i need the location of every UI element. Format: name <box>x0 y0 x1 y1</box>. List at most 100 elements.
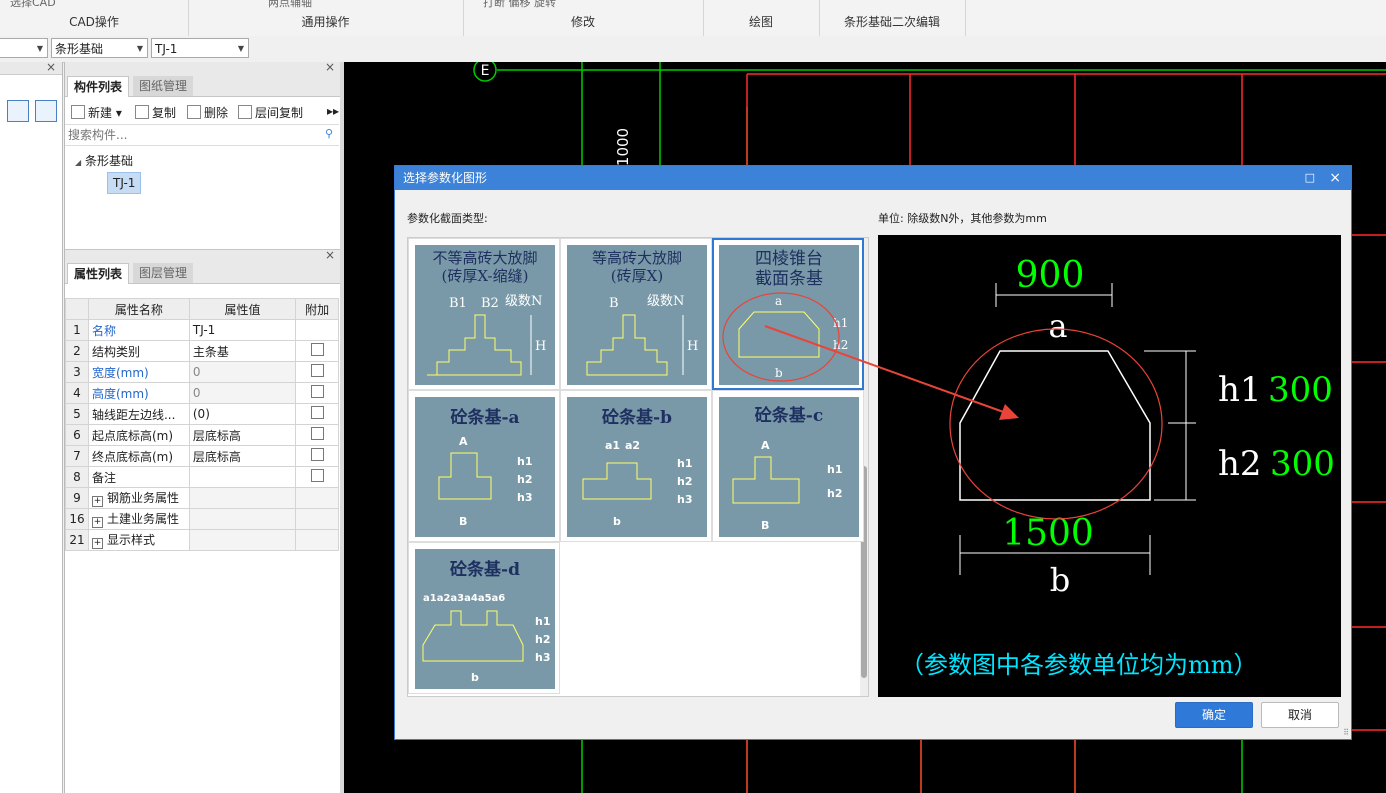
expand-icon[interactable]: + <box>91 538 103 549</box>
table-row[interactable]: 16+土建业务属性 <box>65 508 339 530</box>
tree-collapse-icon[interactable]: ◢ <box>75 158 82 167</box>
ribbon-cut-text[interactable]: 打断 偏移 旋转 <box>483 0 556 9</box>
close-icon[interactable]: × <box>324 248 335 262</box>
shape-cell-unequal-brick[interactable]: 不等高砖大放脚 (砖厚X-缩缝) B1 B2 级数N H <box>408 238 560 390</box>
attach-checkbox[interactable] <box>310 469 324 482</box>
maximize-icon[interactable]: □ <box>1304 171 1315 184</box>
ribbon-group-label[interactable]: 通用操作 <box>301 15 350 29</box>
table-row[interactable]: 9+钢筋业务属性 <box>65 487 339 509</box>
row-value[interactable]: TJ-1 <box>188 319 297 341</box>
ribbon-group-label[interactable]: 条形基础二次编辑 <box>843 15 940 29</box>
shape-label: a1 <box>605 439 620 452</box>
search-box[interactable]: ⚲ <box>65 124 339 146</box>
expand-icon[interactable]: + <box>91 496 103 507</box>
row-value[interactable]: 0 <box>188 382 297 404</box>
copy-button[interactable]: 复制 <box>135 104 176 121</box>
row-value[interactable]: 主条基 <box>188 340 297 362</box>
left-panel-header: × <box>0 60 62 75</box>
expand-icon[interactable]: + <box>91 517 103 528</box>
shape-cell-concrete-a[interactable]: 砼条基-a A h1 h2 h3 B <box>408 390 560 542</box>
row-extra <box>295 382 339 404</box>
index-header <box>65 298 89 320</box>
detail-view-icon[interactable] <box>35 100 57 122</box>
left-tool-panel: × <box>0 60 63 793</box>
shape-cell-pyramid-frustum[interactable]: 四棱锥台 截面条基 a h1 h2 b <box>712 238 864 390</box>
attach-checkbox[interactable] <box>310 385 324 398</box>
tree-item-tj1[interactable]: TJ-1 <box>107 172 142 194</box>
shape-label: b <box>471 671 479 684</box>
more-icon[interactable]: ▸▸ <box>327 104 340 118</box>
row-value[interactable] <box>188 466 297 488</box>
row-name: 高度(mm) <box>87 382 190 404</box>
row-extra <box>295 529 339 551</box>
tab-drawing-manage[interactable]: 图纸管理 <box>133 76 194 96</box>
tree-root[interactable]: ◢ 条形基础 <box>75 152 133 169</box>
ok-button[interactable]: 确定 <box>1175 702 1253 728</box>
shape-cell-concrete-c[interactable]: 砼条基-c A h1 h2 B <box>712 390 864 542</box>
tab-component-list[interactable]: 构件列表 <box>67 76 130 97</box>
new-button[interactable]: 新建 ▾ <box>71 104 122 121</box>
component-combo[interactable]: TJ-1▼ <box>151 38 249 58</box>
ribbon-group-modify: 打断 偏移 旋转 修改 <box>463 0 704 36</box>
resize-grip-icon[interactable]: ⠿ <box>1343 728 1349 737</box>
name-header: 属性名称 <box>87 298 190 320</box>
attach-checkbox[interactable] <box>310 343 324 356</box>
shape-label: A <box>459 435 468 448</box>
row-extra <box>295 466 339 488</box>
row-name: 终点底标高(m) <box>87 445 190 467</box>
row-value[interactable]: (0) <box>188 403 297 425</box>
floor-copy-button[interactable]: 层间复制 <box>238 104 303 121</box>
close-icon[interactable]: × <box>324 60 335 74</box>
close-icon[interactable]: × <box>1329 170 1341 186</box>
floor-combo[interactable]: ▼ <box>0 38 48 58</box>
floor-copy-icon <box>238 105 252 119</box>
tab-property-list[interactable]: 属性列表 <box>67 263 130 284</box>
shape-cell-equal-brick[interactable]: 等高砖大放脚 (砖厚X) B 级数N H <box>560 238 712 390</box>
close-icon[interactable]: × <box>45 60 56 74</box>
cad-drawing: E 1000 <box>473 62 1386 793</box>
ribbon-group-draw: 绘图 <box>703 0 820 36</box>
ribbon-group-label[interactable]: 修改 <box>570 15 595 29</box>
shape-thumbnail: 不等高砖大放脚 (砖厚X-缩缝) B1 B2 级数N H <box>415 245 555 385</box>
unit-note-preview: （参数图中各参数单位均为mm） <box>900 651 1258 679</box>
shape-thumbnail: 砼条基-c A h1 h2 B <box>719 397 859 537</box>
shape-cell-concrete-d[interactable]: 砼条基-d a1a2a3a4a5a6 h1 h2 h3 b <box>408 542 560 694</box>
ribbon-group-label[interactable]: CAD操作 <box>69 15 119 29</box>
search-icon[interactable]: ⚲ <box>324 127 333 140</box>
attach-checkbox[interactable] <box>310 406 324 419</box>
attach-checkbox[interactable] <box>310 427 324 440</box>
list-view-icon[interactable] <box>7 100 29 122</box>
property-tabs: 属性列表 图层管理 <box>65 261 341 284</box>
table-row[interactable]: 21+显示样式 <box>65 529 339 551</box>
ribbon-cut-text[interactable]: 选择CAD <box>10 0 56 9</box>
shape-cell-concrete-b[interactable]: 砼条基-b a1 a2 h1 h2 h3 b <box>560 390 712 542</box>
delete-button[interactable]: 删除 <box>187 104 228 121</box>
shape-label: b <box>775 366 783 380</box>
ribbon-cut-text[interactable]: 两点辅轴 <box>268 0 312 9</box>
search-input[interactable] <box>65 125 310 145</box>
category-combo[interactable]: 条形基础▼ <box>51 38 148 58</box>
scrollbar[interactable] <box>860 238 868 696</box>
row-index: 21 <box>65 529 89 551</box>
row-value[interactable]: 0 <box>188 361 297 383</box>
attach-checkbox[interactable] <box>310 448 324 461</box>
cancel-button[interactable]: 取消 <box>1261 702 1339 728</box>
row-name: 轴线距左边线... <box>87 403 190 425</box>
shape-subtitle: (砖厚X-缩缝) <box>441 267 529 285</box>
attach-checkbox[interactable] <box>310 364 324 377</box>
row-value[interactable]: 层底标高 <box>188 445 297 467</box>
shape-label: H <box>535 339 546 354</box>
scrollbar-thumb[interactable] <box>861 466 867 678</box>
tab-layer-manage[interactable]: 图层管理 <box>133 263 194 283</box>
row-value[interactable]: 层底标高 <box>188 424 297 446</box>
ribbon-group-label[interactable]: 绘图 <box>748 15 773 29</box>
panel-splitter[interactable] <box>340 62 344 793</box>
